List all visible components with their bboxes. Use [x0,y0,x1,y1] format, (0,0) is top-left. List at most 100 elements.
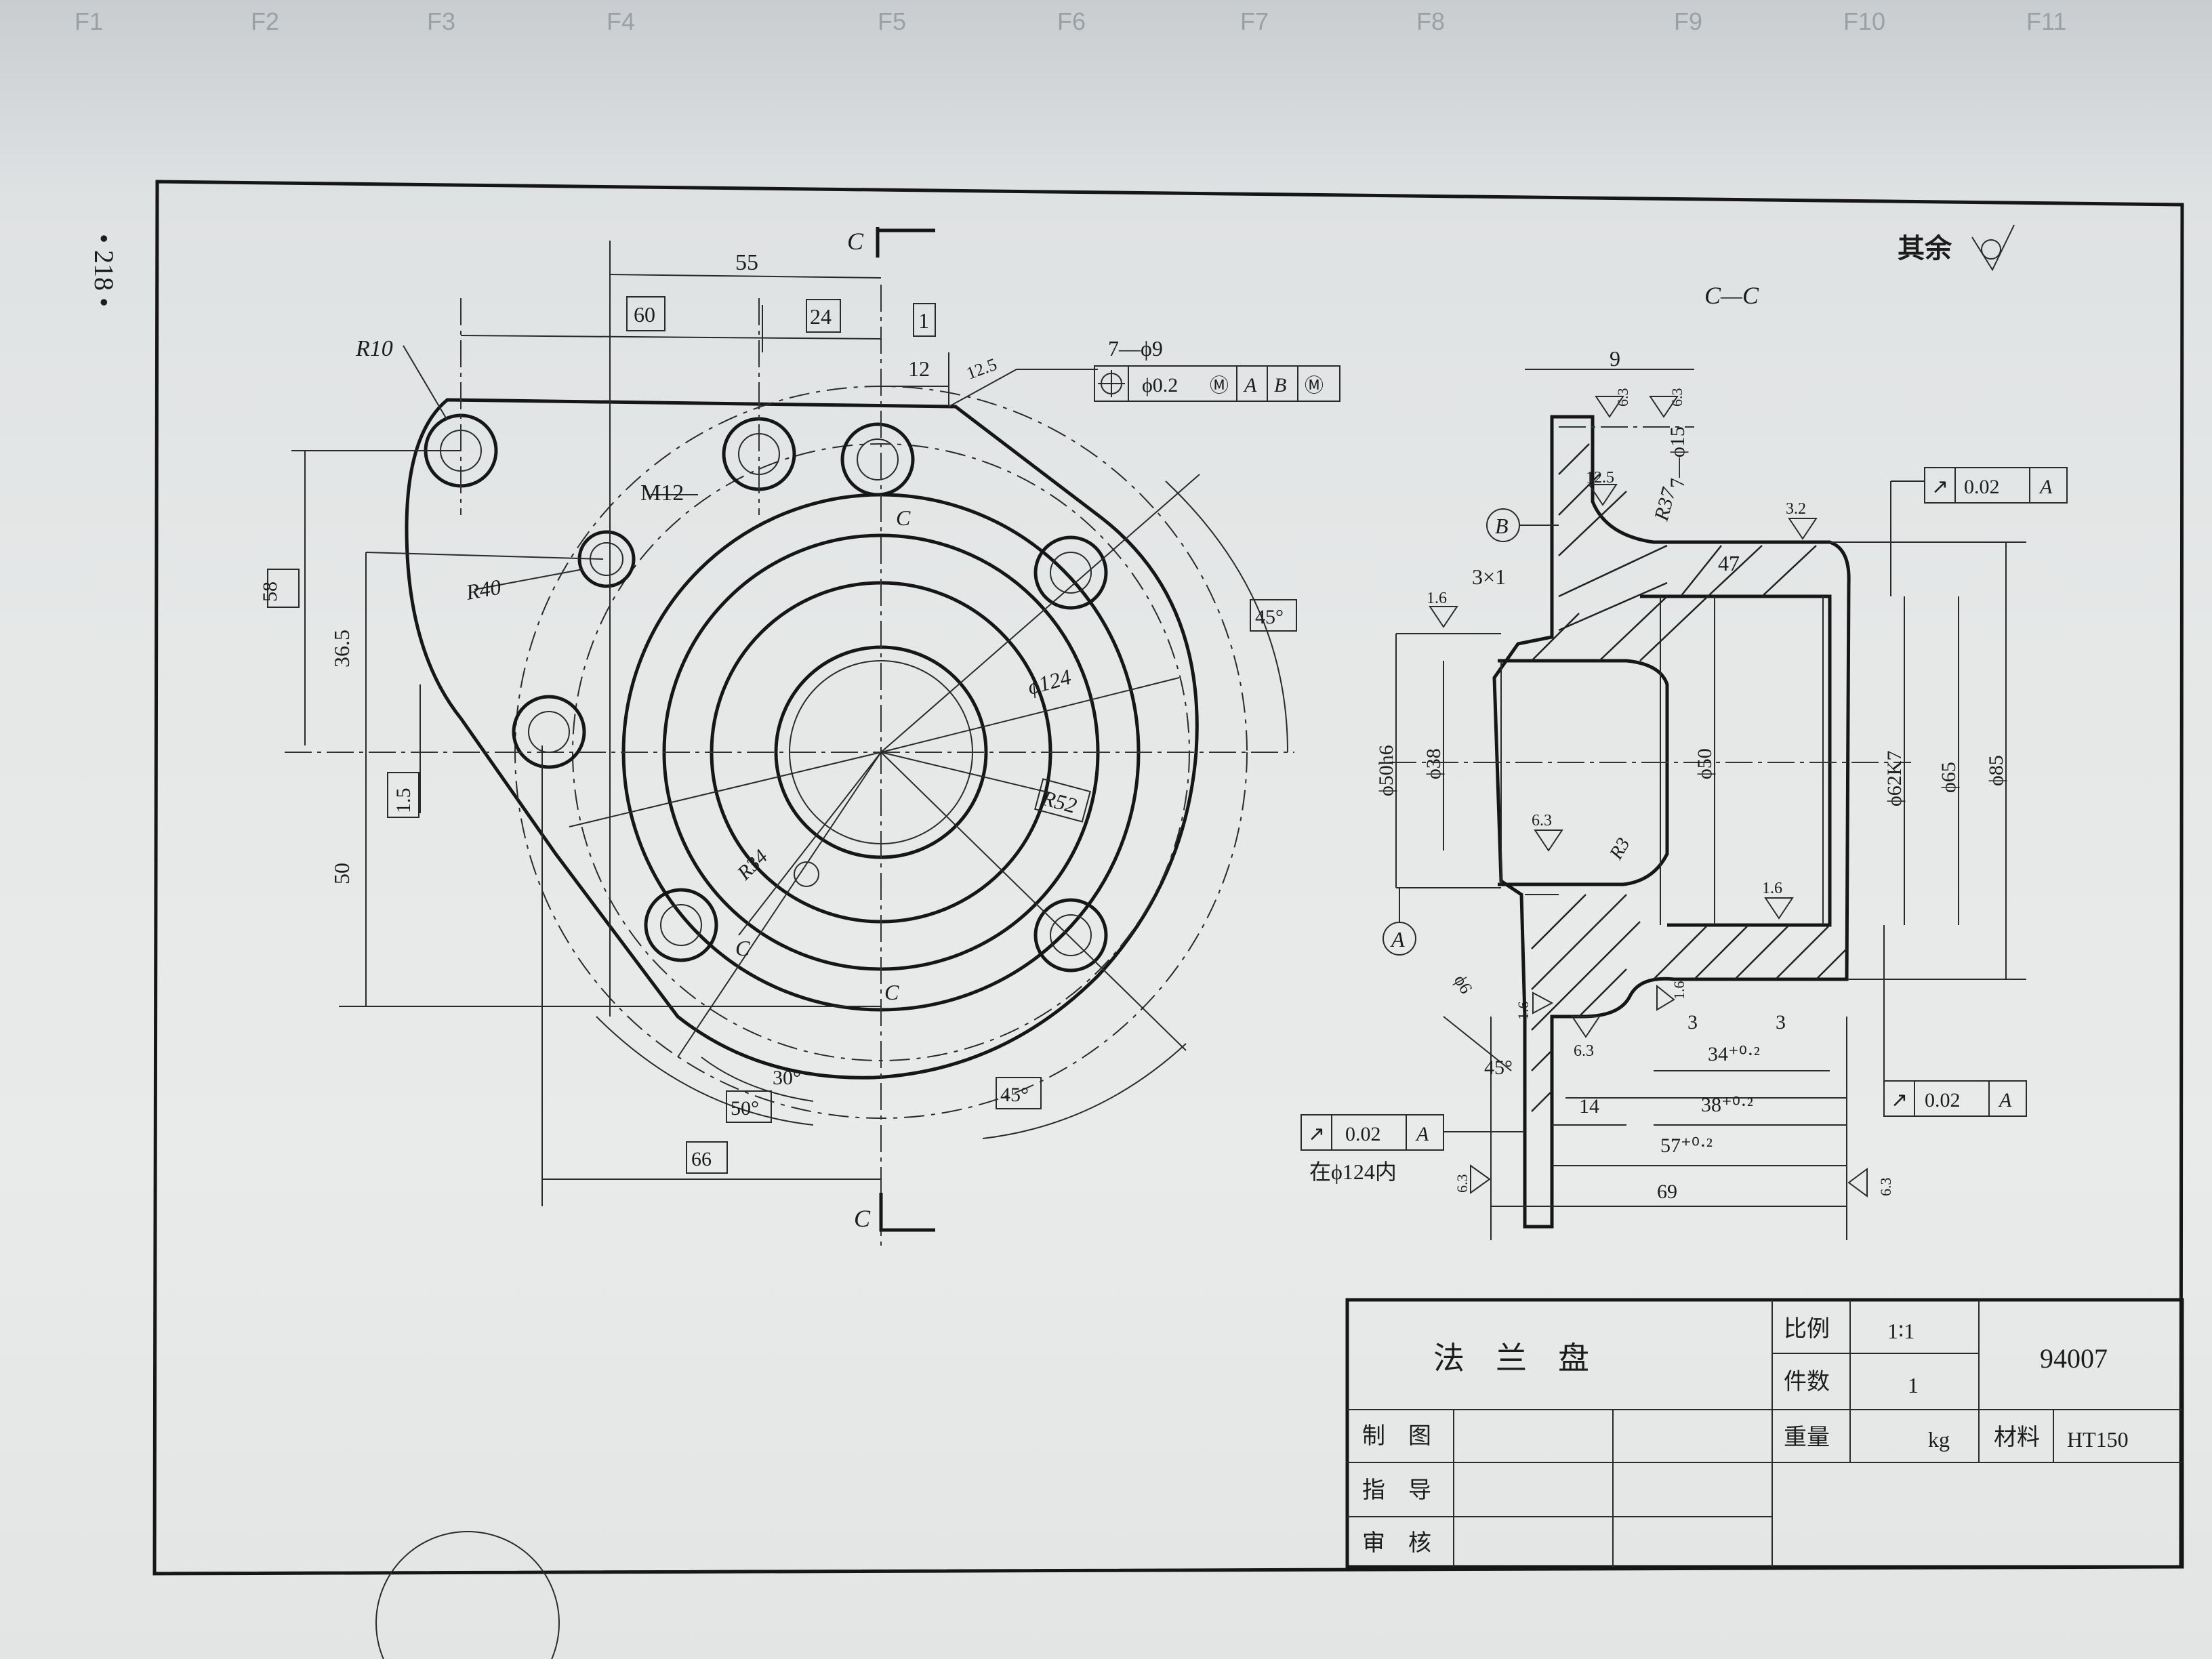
zone-label: F7 [1240,7,1269,35]
section-cut-label: C [735,936,750,960]
dim-phi6: ϕ6 [1450,972,1476,998]
runout-symbol-icon: ↗ [1931,476,1948,498]
angle-30: 30° [773,1067,801,1089]
zone-label: F8 [1416,7,1445,35]
dim-phi38: ϕ38 [1422,748,1445,779]
roughness-label: 6.3 [1614,388,1631,407]
runout-note: 在ϕ124内 [1309,1160,1397,1184]
dim-36-5: 36.5 [329,630,354,668]
check-label: 审 核 [1362,1530,1431,1556]
runout-datum: A [1998,1089,2012,1111]
section-title: C—C [1704,282,1759,309]
scale-label: 比例 [1784,1317,1830,1342]
flange-outline [405,398,1199,1080]
dim-phi50h6: ϕ50h6 [1375,745,1397,796]
zone-label: F1 [75,7,103,35]
dim-3x1: 3×1 [1472,565,1506,589]
runout-value: 0.02 [1345,1123,1381,1145]
roughness-symbol-icon [1971,224,2015,272]
datum-b: B [1495,514,1509,538]
material-label: 材料 [1994,1425,2040,1450]
stamp-ring-icon [375,1531,560,1659]
dim-1-5-basic: 1.5 [392,788,415,814]
weight-label: 重量 [1784,1425,1830,1450]
mmc-modifier: Ⓜ [1305,375,1324,396]
quantity-value: 1 [1908,1373,1919,1397]
runout-datum: A [2039,476,2053,498]
runout-symbol-icon: ↗ [1891,1089,1908,1111]
dim-57-tol: 57⁺⁰·² [1660,1134,1713,1157]
dim-r10: R10 [355,336,393,361]
title-block: 法 兰 盘 比例 1∶1 件数 1 94007 重量 kg 材料 HT150 制… [1345,1298,2184,1569]
dim-34-tol: 34⁺⁰·² [1708,1043,1760,1065]
dim-phi50: ϕ50 [1694,748,1716,779]
page-number: • 218 • [89,234,119,307]
roughness-label: 1.6 [1427,590,1447,607]
section-cut-label: C [854,1205,871,1232]
dim-14: 14 [1579,1095,1599,1118]
dim-58-basic: 58 [259,581,281,602]
zone-label: F2 [251,7,279,35]
roughness-label: 1.6 [1671,981,1687,1000]
zone-labels: F1 F2 F3 F4 F5 F6 F7 F8 F9 F10 F11 [75,7,2066,35]
material-value: HT150 [2067,1427,2129,1452]
runout-symbol-icon: ↗ [1308,1123,1325,1145]
roughness-label: 6.3 [1877,1178,1894,1197]
dim-r52-basic: R52 [1039,785,1080,817]
weight-unit: kg [1928,1427,1950,1452]
holes-callout: 7—ϕ9 [1108,336,1163,361]
dim-r40: R40 [464,574,503,605]
roughness-12-5: 12.5 [964,354,1000,384]
dim-60-basic: 60 [634,302,655,327]
roughness-symbols: 6.3 6.3 12.5 3.2 1.6 6.3 1.6 1.6 1.6 6.3… [1427,388,1894,1197]
dim-9: 9 [1610,346,1620,371]
roughness-note: 其余 [1898,233,1952,264]
dim-24-basic: 24 [810,304,832,329]
dim-50: 50 [329,863,354,884]
roughness-label: 1.6 [1515,1002,1532,1021]
zone-label: F5 [878,7,906,35]
section-view: C—C [1300,282,2068,1240]
zone-label: F9 [1674,7,1702,35]
roughness-label: 6.3 [1454,1174,1471,1193]
dim-3: 3 [1776,1011,1786,1033]
dim-m12: M12 [640,480,684,506]
bolt-holes [424,413,1108,972]
dim-7-phi15: 7—ϕ15 [1666,426,1689,488]
angle-50-basic: 50° [731,1097,759,1120]
drawing-number: 94007 [2040,1343,2108,1374]
runout-tolerance-frame-left: ↗ 0.02 A 在ϕ124内 [1300,1114,1491,1184]
scale-value: 1∶1 [1887,1319,1914,1343]
roughness-label: 1.6 [1762,880,1782,897]
position-tolerance-value: ϕ0.2 [1142,374,1178,396]
dim-55: 55 [735,250,758,275]
runout-datum: A [1415,1123,1429,1145]
front-view: C C C C C 55 60 24 1 [259,227,1340,1247]
dim-12: 12 [908,356,930,381]
runout-tolerance-frame-top: ↗ 0.02 A [1924,467,2068,504]
section-cut-label: C [896,506,911,530]
angle-45-bottom: 45° [1000,1084,1029,1106]
roughness-label: 12.5 [1586,469,1614,487]
angle-45-top: 45° [1255,606,1284,628]
runout-value: 0.02 [1925,1089,1961,1111]
dim-phi62k7: ϕ62K7 [1883,751,1906,806]
section-outline [1492,415,1851,1229]
angle-45: 45° [1484,1057,1513,1079]
zone-label: F11 [2026,7,2066,35]
roughness-label: 3.2 [1786,500,1806,518]
dim-69: 69 [1657,1181,1677,1203]
roughness-label: 6.3 [1574,1042,1594,1060]
mmc-modifier: Ⓜ [1210,375,1229,396]
drawn-label: 制 图 [1362,1424,1431,1449]
zone-label: F3 [427,7,455,35]
dim-phi124: ϕ124 [1025,664,1073,699]
runout-value: 0.02 [1964,476,2000,498]
guide-label: 指 导 [1362,1477,1431,1503]
dim-47: 47 [1718,551,1740,575]
dim-66-basic: 66 [691,1148,712,1170]
section-cut-label: C [847,228,864,255]
section-cut-label: C [884,980,899,1004]
